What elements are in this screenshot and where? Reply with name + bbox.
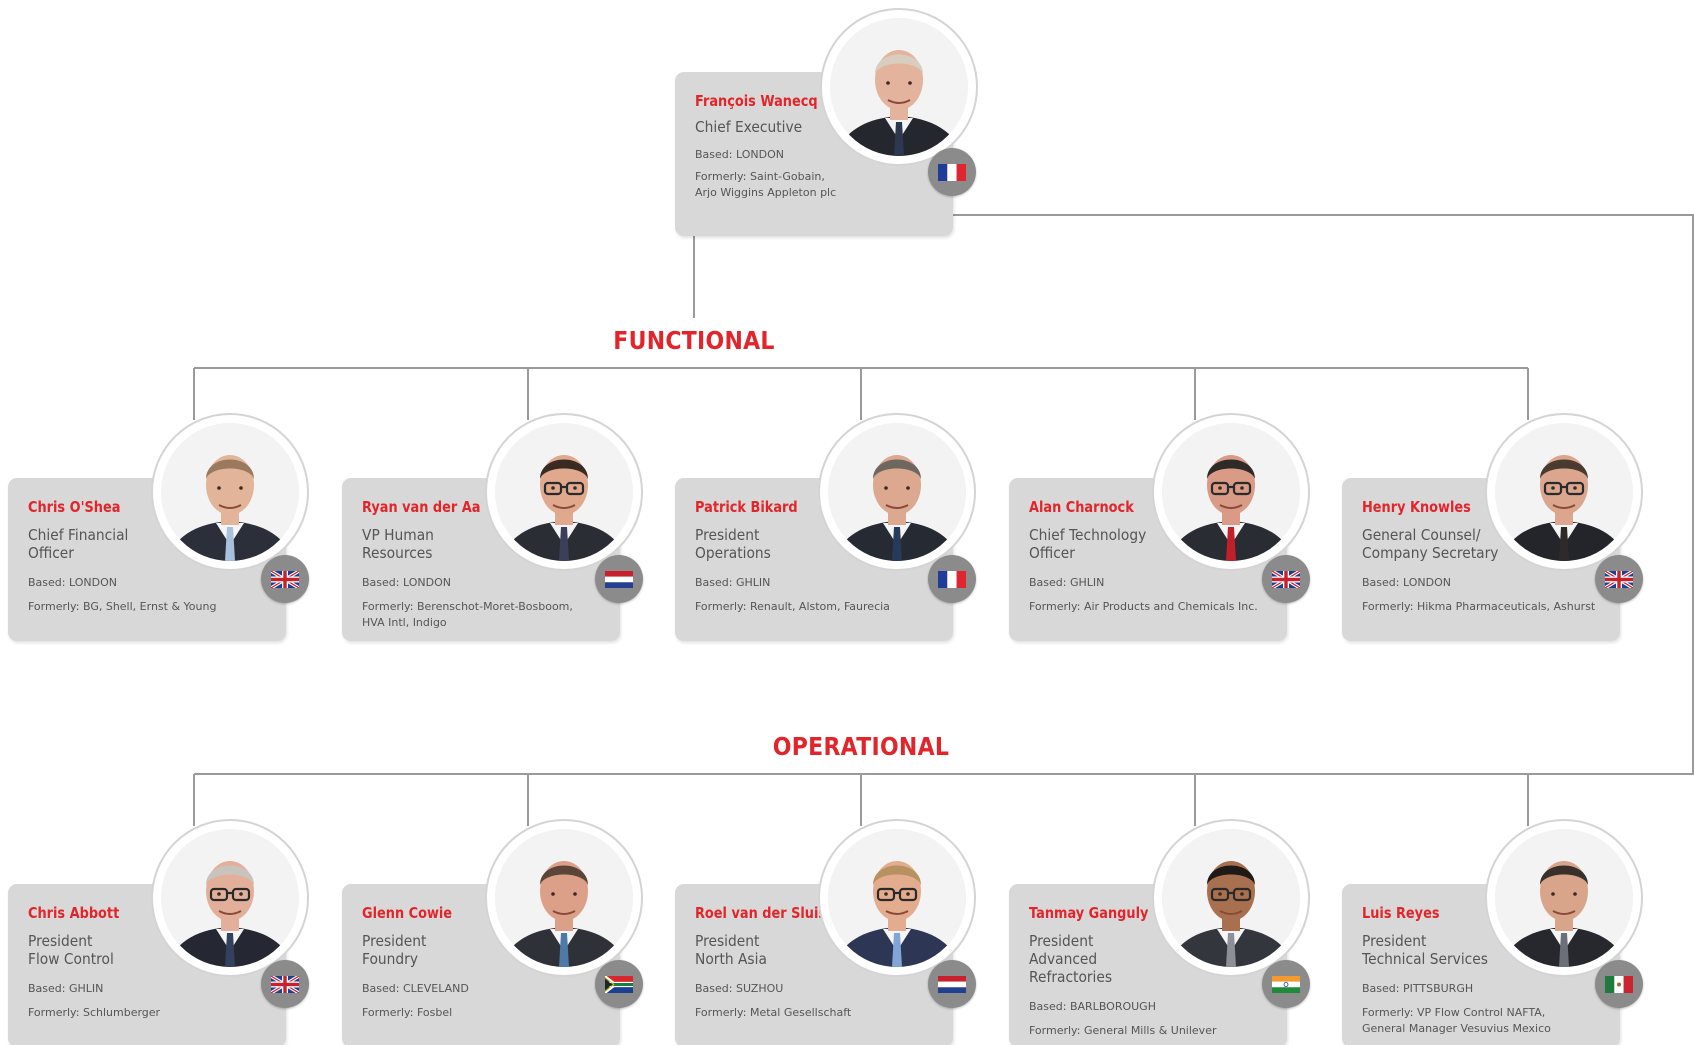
person-name: Glenn Cowie — [362, 904, 453, 922]
ceo-flag-badge — [928, 148, 976, 196]
functional-flag-badge — [595, 555, 643, 603]
functional-photo — [1485, 413, 1643, 571]
person-based: Based: SUZHOU — [695, 982, 784, 995]
person-formerly: Formerly: BG, Shell, Ernst & Young — [28, 600, 217, 613]
person-formerly: Formerly: Berenschot-Moret-Bosboom, HVA … — [362, 600, 573, 629]
functional-flag-badge — [261, 555, 309, 603]
person-based: Based: GHLIN — [695, 576, 771, 589]
operational-photo — [818, 819, 976, 977]
person-name: Patrick Bikard — [695, 498, 798, 516]
person-based: Based: GHLIN — [28, 982, 104, 995]
operational-photo — [1485, 819, 1643, 977]
operational-flag-badge — [1595, 960, 1643, 1008]
person-title: President Technical Services — [1362, 932, 1488, 968]
functional-photo — [151, 413, 309, 571]
person-based: Based: LONDON — [362, 576, 451, 589]
mexico-flag-icon — [1605, 976, 1633, 993]
person-name: Ryan van der Aa — [362, 498, 481, 516]
operational-flag-badge — [261, 960, 309, 1008]
person-name: Luis Reyes — [1362, 904, 1440, 922]
operational-flag-badge — [928, 960, 976, 1008]
person-formerly: Formerly: VP Flow Control NAFTA, General… — [1362, 1006, 1551, 1035]
person-based: Based: GHLIN — [1029, 576, 1105, 589]
person-title: General Counsel/ Company Secretary — [1362, 526, 1499, 562]
india-flag-icon — [1272, 976, 1300, 993]
south-africa-flag-icon — [605, 976, 633, 993]
person-based: Based: CLEVELAND — [362, 982, 469, 995]
france-flag-icon — [938, 164, 966, 181]
person-formerly: Formerly: Schlumberger — [28, 1006, 161, 1019]
uk-flag-icon — [271, 976, 299, 993]
functional-photo — [818, 413, 976, 571]
functional-flag-badge — [1595, 555, 1643, 603]
person-based: Based: PITTSBURGH — [1362, 982, 1474, 995]
person-title: Chief Executive — [695, 118, 803, 136]
operational-flag-badge — [1262, 960, 1310, 1008]
operational-flag-badge — [595, 960, 643, 1008]
netherlands-flag-icon — [938, 976, 966, 993]
person-formerly: Formerly: Metal Gesellschaft — [695, 1006, 852, 1019]
functional-photo — [1152, 413, 1310, 571]
functional-photo — [485, 413, 643, 571]
france-flag-icon — [938, 571, 966, 588]
person-title: Chief Technology Officer — [1029, 526, 1147, 562]
person-formerly: Formerly: General Mills & Unilever — [1029, 1024, 1217, 1037]
functional-flag-badge — [928, 555, 976, 603]
person-title: President North Asia — [695, 932, 767, 968]
person-title: President Foundry — [362, 932, 427, 968]
person-formerly: Formerly: Hikma Pharmaceuticals, Ashurst — [1362, 600, 1596, 613]
operational-heading: OPERATIONAL — [772, 732, 950, 761]
netherlands-flag-icon — [605, 571, 633, 588]
person-name: Henry Knowles — [1362, 498, 1471, 516]
person-formerly: Formerly: Saint-Gobain, Arjo Wiggins App… — [695, 170, 837, 199]
person-title: President Operations — [695, 526, 771, 562]
person-based: Based: LONDON — [1362, 576, 1451, 589]
person-title: Chief Financial Officer — [28, 526, 129, 562]
person-based: Based: BARLBOROUGH — [1029, 1000, 1156, 1013]
person-name: Alan Charnock — [1029, 498, 1134, 516]
person-name: Roel van der Sluis — [695, 904, 827, 922]
person-name: Chris Abbott — [28, 904, 120, 922]
person-formerly: Formerly: Renault, Alstom, Faurecia — [695, 600, 890, 613]
uk-flag-icon — [1605, 571, 1633, 588]
person-name: Tanmay Ganguly — [1029, 904, 1149, 922]
operational-photo — [485, 819, 643, 977]
person-name: Chris O'Shea — [28, 498, 121, 516]
uk-flag-icon — [1272, 571, 1300, 588]
person-based: Based: LONDON — [695, 148, 784, 161]
functional-heading: FUNCTIONAL — [613, 326, 775, 355]
person-formerly: Formerly: Air Products and Chemicals Inc… — [1029, 600, 1258, 613]
operational-photo — [151, 819, 309, 977]
person-title: President Flow Control — [28, 932, 114, 968]
functional-flag-badge — [1262, 555, 1310, 603]
person-title: President Advanced Refractories — [1029, 932, 1113, 986]
person-based: Based: LONDON — [28, 576, 117, 589]
person-title: VP Human Resources — [362, 526, 434, 562]
ceo-photo — [820, 8, 978, 166]
person-formerly: Formerly: Fosbel — [362, 1006, 453, 1019]
person-name: François Wanecq — [695, 92, 818, 110]
uk-flag-icon — [271, 571, 299, 588]
operational-photo — [1152, 819, 1310, 977]
